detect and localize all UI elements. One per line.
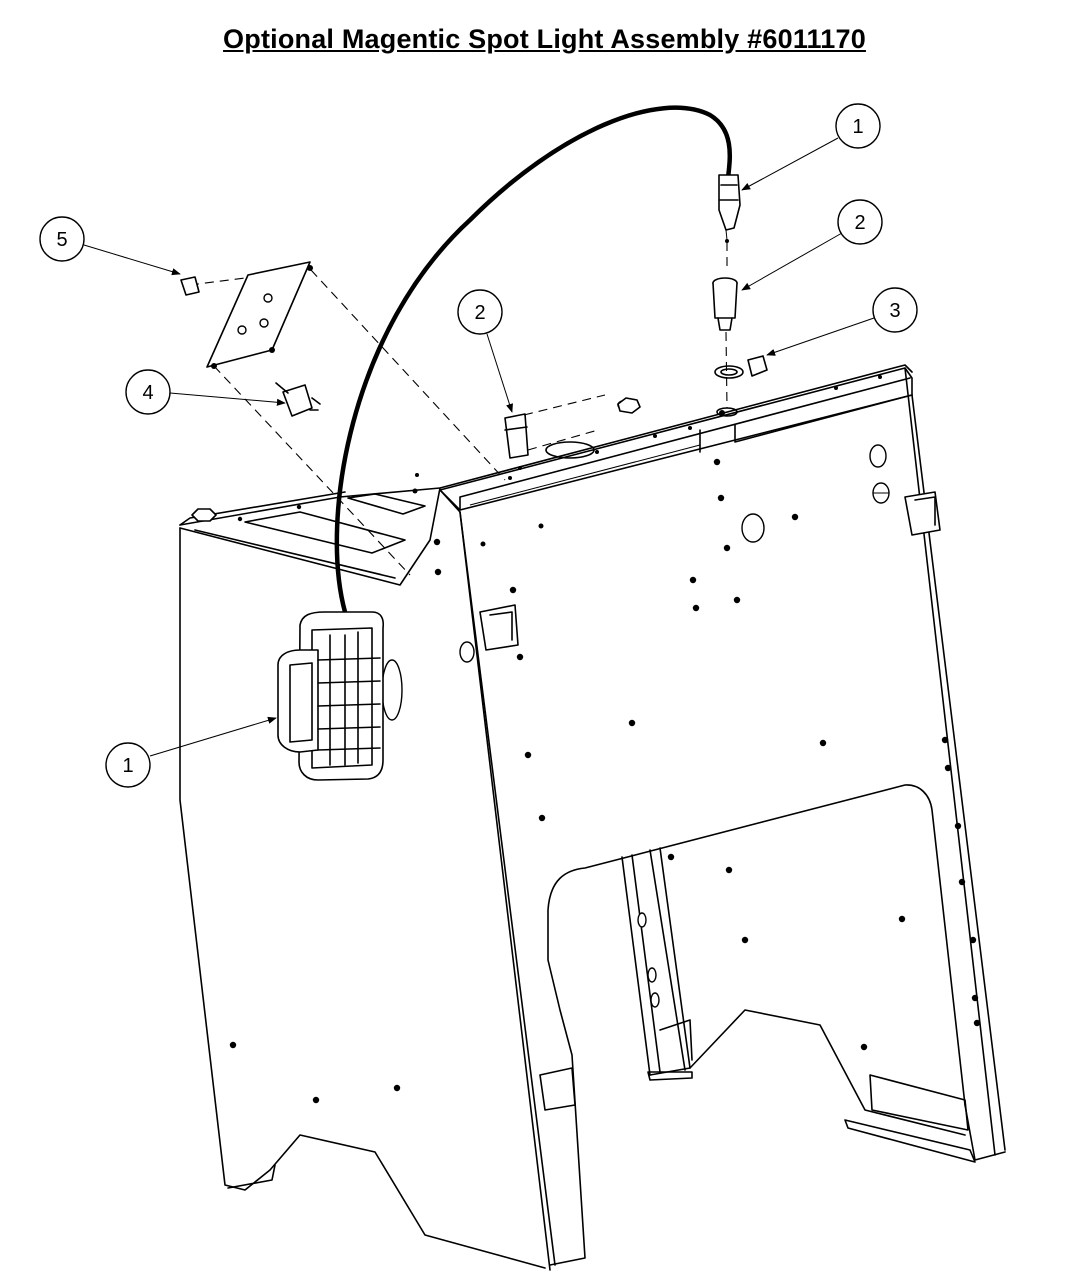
callout-5: 5 (39, 216, 181, 276)
svg-text:3: 3 (889, 300, 900, 322)
toggle-switch (275, 382, 321, 417)
receptacle-left (504, 394, 641, 459)
magnetic-spot-light (277, 611, 385, 781)
nut-washer (714, 355, 768, 417)
svg-text:4: 4 (142, 382, 153, 404)
receptacle-right (712, 242, 738, 409)
callout-4: 4 (125, 369, 286, 415)
callout-2-left: 2 (457, 289, 513, 413)
svg-text:5: 5 (56, 229, 67, 251)
svg-text:2: 2 (474, 302, 485, 324)
svg-text:1: 1 (852, 116, 863, 138)
power-plug (718, 174, 741, 243)
cabinet-frame (179, 364, 1006, 1271)
callout-1-bottom: 1 (105, 716, 277, 788)
power-cable (334, 105, 733, 615)
callout-1-top: 1 (741, 103, 881, 191)
svg-text:1: 1 (122, 755, 133, 777)
switch-knob (180, 276, 200, 296)
panel-holes (229, 375, 981, 1104)
callout-2-right: 2 (741, 199, 883, 291)
callout-3: 3 (766, 287, 918, 356)
switch-plate (189, 261, 506, 576)
diagram-title: Optional Magentic Spot Light Assembly #6… (223, 24, 866, 54)
svg-text:2: 2 (854, 212, 865, 234)
